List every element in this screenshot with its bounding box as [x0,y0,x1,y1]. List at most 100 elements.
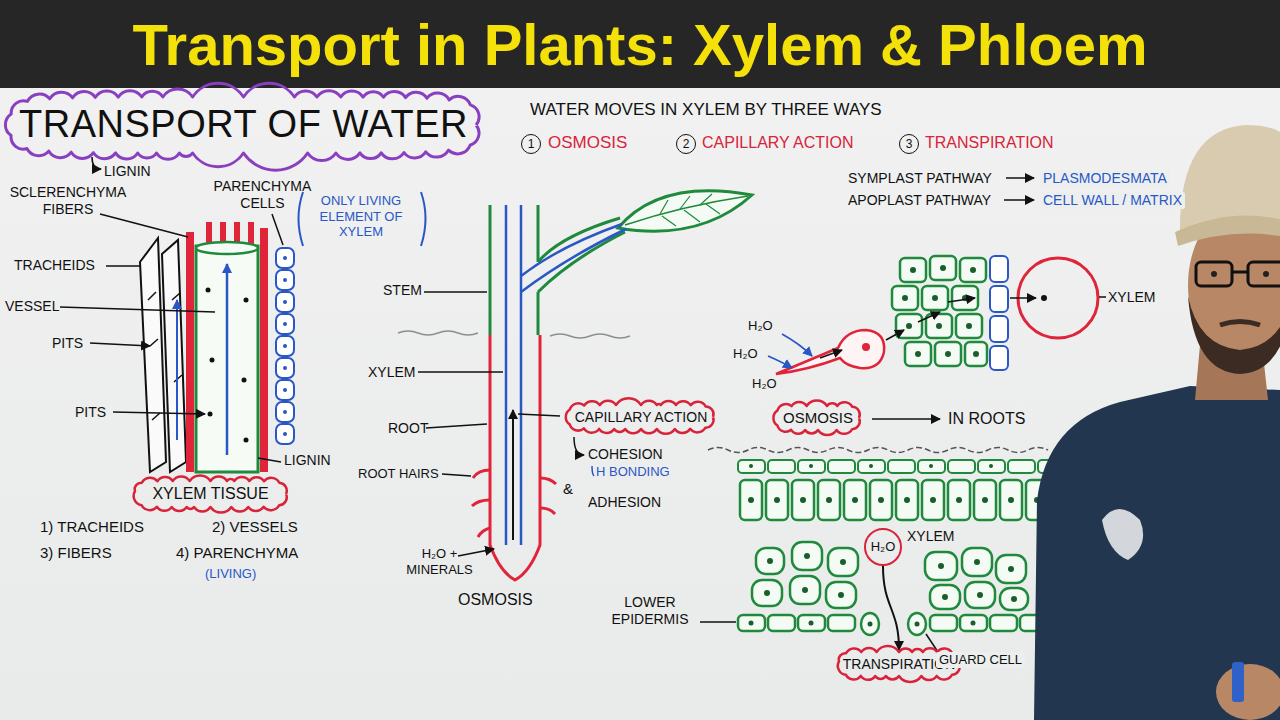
leader-line [424,291,487,293]
node-text: H₂O [871,540,896,554]
cloud-outline-shape [566,398,714,434]
palisade-cells [974,480,996,520]
cell-nucleus [966,323,972,329]
text-label: XYLEM [368,364,415,381]
cell-nucleus [852,497,858,503]
cell-nucleus [930,497,936,503]
palisade-cells [792,480,814,520]
label-anchor: ROOT [388,420,428,437]
text-label: CAPILLARY ACTION [702,133,853,152]
leaf-drawing [660,194,720,226]
text-label: & [563,480,573,498]
upper-epidermis [858,460,885,473]
upper-epidermis [948,460,975,473]
water-path-arrow [948,298,975,302]
cell-nucleus [283,410,287,414]
pointer-arrow [1006,177,1034,179]
text-label: COHESION [588,446,663,463]
parenchyma-cells [276,358,294,378]
node-text-group: OSMOSIS [783,410,853,426]
water-path-arrow [1010,297,1036,299]
text-label: H₂O [733,346,758,362]
label-anchor: XYLEM [368,364,415,381]
vessel-drawing [244,438,249,443]
cell-nucleus [940,265,946,271]
text-label: IN ROOTS [948,409,1025,428]
cell-nucleus [283,300,287,304]
cortex-cells [892,286,918,310]
text-label: 1) TRACHEIDS [40,518,144,536]
cortex-cells [896,314,922,338]
lower-epidermis [960,615,987,631]
presenter [1034,125,1280,720]
text-label: ADHESION [588,494,661,511]
text-label: WATER MOVES IN XYLEM BY THREE WAYS [530,100,882,120]
parenchyma-cells [276,248,294,444]
palisade-cells [896,480,918,520]
label-anchor: TRANSPIRATION [925,133,1054,152]
leader-line [113,412,205,414]
bracket [299,192,304,246]
endodermis-cells [990,256,1008,282]
text-label: PARENCHYMA CELLS [205,178,320,212]
upper-epidermis [768,460,795,473]
spongy-cells [756,548,784,574]
text-label: ROOT HAIRS [358,466,439,482]
label-anchor: STEM [383,282,422,299]
label-anchor: LOWER EPIDERMIS [600,594,700,628]
label-anchor: CAPILLARY ACTION [702,133,853,152]
node-text-group: CAPILLARY ACTION [575,410,708,425]
node-text: OSMOSIS [783,410,853,426]
leader-line [700,622,938,652]
cell-nucleus [838,592,844,598]
cell-nucleus [748,497,754,503]
vessel-drawing [206,288,211,293]
root-outline [478,528,490,537]
palisade-cells [740,480,762,520]
text-label: H BONDING [596,464,670,480]
xylem-vessel [505,205,508,545]
presenter [1188,296,1280,374]
cell-nucleus [283,388,287,392]
parenchyma-cells [276,380,294,400]
presenter [1034,386,1280,720]
text-label: H₂O + MINERALS [392,546,487,577]
cell-nucleus [970,267,976,273]
cell-nucleus [774,497,780,503]
text-label: H₂O [748,318,773,334]
label-anchor: 4) PARENCHYMA [176,544,298,562]
vessel-drawing [208,412,213,417]
vessel-drawing [196,242,258,254]
label-anchor: OSMOSIS [458,590,533,609]
pointer-arrow [872,178,1034,419]
presenter [1248,262,1280,286]
node-text: CAPILLARY ACTION [575,410,708,425]
cell-nucleus [1008,566,1014,572]
cell-nucleus [915,351,921,357]
cloud-outline-shape [5,83,479,170]
cell-nucleus [804,553,810,559]
presenter [1220,322,1260,326]
text-label: TRANSPIRATION [925,133,1054,152]
xylem-vessel [520,205,523,545]
text-label: XYLEM [1108,289,1155,306]
vessel-drawing [206,288,249,443]
vessel-drawing [226,264,229,455]
palisade-cells [922,480,944,520]
leaf-drawing [618,191,752,232]
cortex-cells [930,256,956,280]
cell-nucleus [1008,497,1014,503]
xylem-vessel [521,229,626,292]
text-label: 2) VESSELS [212,518,298,536]
bracket [421,192,426,246]
cell-nucleus [910,267,916,273]
upper-epidermis [888,460,915,473]
text-label: LOWER EPIDERMIS [600,594,700,628]
node-text: 3 [906,138,913,151]
node-text: XYLEM TISSUE [152,486,268,503]
spongy-cells [965,582,995,608]
label-anchor: XYLEM [907,528,954,545]
text-label: TRACHEIDS [14,257,95,274]
cell-nucleus [878,497,884,503]
spongy-cells [828,548,858,576]
